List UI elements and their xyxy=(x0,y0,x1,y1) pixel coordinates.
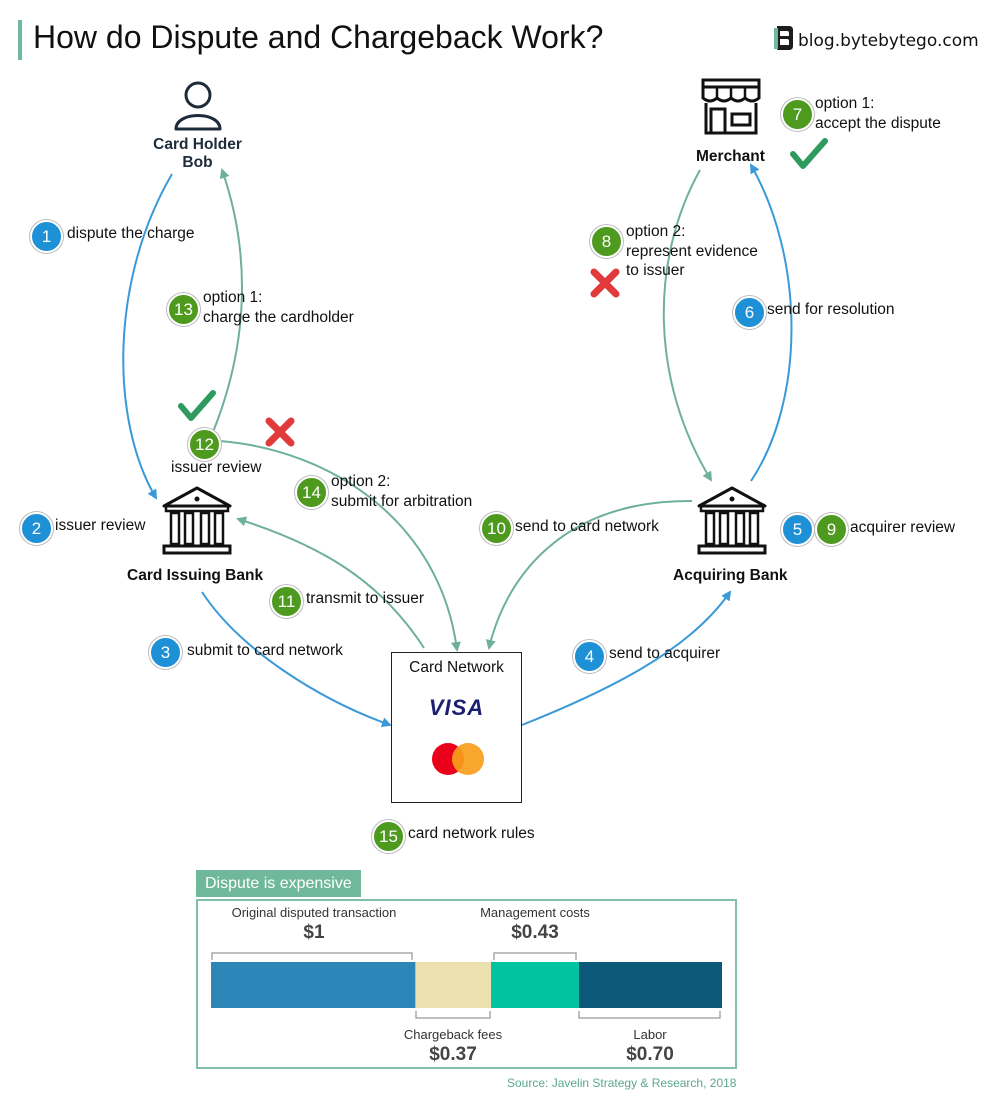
cross-icon xyxy=(265,417,295,447)
bracket-management xyxy=(493,952,577,960)
step-9-label: acquirer review xyxy=(850,519,956,536)
bracket-labor xyxy=(578,1011,721,1019)
segment-2-amount: $0.37 xyxy=(429,1044,477,1065)
step-8-badge: 8 xyxy=(590,225,623,258)
segment-1-amount: $1 xyxy=(303,922,325,943)
step-11-badge: 11 xyxy=(270,585,303,618)
segment-3-amount: $0.43 xyxy=(511,922,559,943)
step-8-label: option 2: represent evidence to issuer xyxy=(626,223,758,279)
segment-1-caption: Original disputed transaction xyxy=(231,905,397,920)
step-7-label: option 1: accept the dispute xyxy=(815,95,941,132)
segment-4-caption: Labor xyxy=(633,1027,667,1042)
step-12-badge: 12 xyxy=(188,428,221,461)
acquiring-bank-icon xyxy=(697,486,767,555)
issuing-bank-icon xyxy=(162,486,232,555)
title-accent-bar xyxy=(18,20,22,60)
cardholder-label: Card Holder Bob xyxy=(153,136,242,171)
step-11-label: transmit to issuer xyxy=(306,590,425,607)
arrow-step-8 xyxy=(662,169,713,482)
step-12-label: issuer review xyxy=(171,459,262,476)
person-icon xyxy=(174,81,222,131)
cost-bar-segment-1 xyxy=(211,962,416,1008)
source-note: Source: Javelin Strategy & Research, 201… xyxy=(507,1076,737,1090)
arrow-step-14 xyxy=(219,440,461,652)
cost-bar-segment-3 xyxy=(491,962,579,1008)
arrow-step-1 xyxy=(122,173,173,500)
step-3-badge: 3 xyxy=(149,636,182,669)
arrow-step-11 xyxy=(236,516,425,649)
step-6-label: send for resolution xyxy=(767,301,895,318)
issuing-bank-label: Card Issuing Bank xyxy=(127,567,264,584)
merchant-label: Merchant xyxy=(696,148,765,165)
step-2-badge: 2 xyxy=(20,512,53,545)
cross-icon xyxy=(590,268,620,298)
step-15-label: card network rules xyxy=(408,825,535,842)
cost-bar-segment-4 xyxy=(578,962,722,1008)
mastercard-orange-circle-icon xyxy=(452,743,484,775)
step-13-badge: 13 xyxy=(167,293,200,326)
arrow-step-3 xyxy=(201,591,392,728)
step-10-label: send to card network xyxy=(515,518,659,535)
card-network-label: Card Network xyxy=(409,659,504,676)
arrow-step-6 xyxy=(750,163,793,482)
bytebytego-logo-icon xyxy=(774,26,793,50)
segment-2-caption: Chargeback fees xyxy=(403,1027,503,1042)
arrow-step-10 xyxy=(485,499,693,650)
bracket-chargeback xyxy=(415,1011,491,1019)
arrow-step-13 xyxy=(212,168,243,433)
card-network-box: Card Network VISA xyxy=(391,652,522,803)
cost-bar-segment-2 xyxy=(415,962,492,1008)
step-10-badge: 10 xyxy=(480,512,513,545)
step-3-label: submit to card network xyxy=(187,642,343,659)
step-1-label: dispute the charge xyxy=(67,225,195,242)
step-14-badge: 14 xyxy=(295,476,328,509)
segment-3-caption: Management costs xyxy=(480,905,590,920)
expense-box xyxy=(196,899,737,1069)
bracket-original xyxy=(211,952,413,960)
step-6-badge: 6 xyxy=(733,296,766,329)
step-15-badge: 15 xyxy=(372,820,405,853)
acquiring-bank-label: Acquiring Bank xyxy=(673,567,788,584)
segment-4-amount: $0.70 xyxy=(626,1044,674,1065)
expense-tab: Dispute is expensive xyxy=(196,870,361,897)
check-icon xyxy=(178,390,216,421)
step-4-label: send to acquirer xyxy=(609,645,721,662)
step-5-badge: 5 xyxy=(781,513,814,546)
store-icon xyxy=(701,78,761,135)
step-13-label: option 1: charge the cardholder xyxy=(203,289,354,326)
step-4-badge: 4 xyxy=(573,640,606,673)
step-14-label: option 2: submit for arbitration xyxy=(331,473,473,510)
blog-url: blog.bytebytego.com xyxy=(798,31,979,51)
check-icon xyxy=(790,138,828,169)
arrow-step-4 xyxy=(521,590,732,726)
step-7-badge: 7 xyxy=(781,98,814,131)
page-title: How do Dispute and Chargeback Work? xyxy=(33,19,604,55)
step-1-badge: 1 xyxy=(30,220,63,253)
step-2-label: issuer review xyxy=(55,517,146,534)
visa-logo: VISA xyxy=(428,695,485,720)
step-9-badge: 9 xyxy=(815,513,848,546)
